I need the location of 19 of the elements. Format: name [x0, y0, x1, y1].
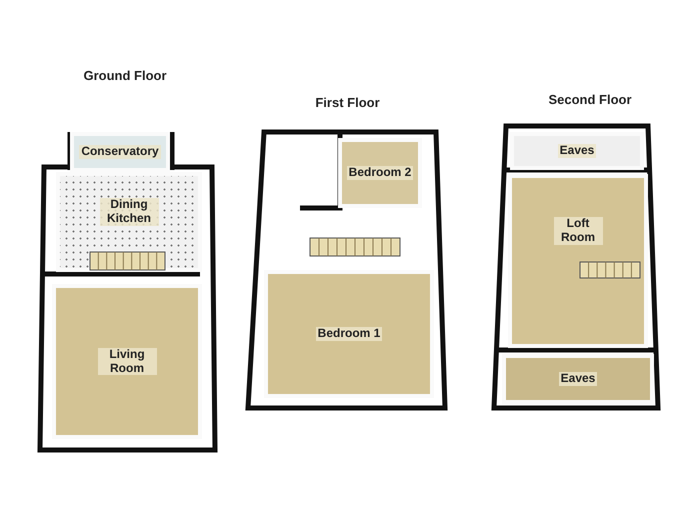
room-area — [502, 354, 654, 404]
room-area — [338, 138, 422, 208]
room-label: Loft Room — [554, 217, 602, 245]
room-area — [56, 172, 202, 272]
room-label: Dining Kitchen — [100, 198, 158, 226]
room-area — [510, 132, 644, 170]
room-label: Eaves — [558, 144, 596, 158]
floor-heading: Second Floor — [547, 92, 633, 107]
room-label: Conservatory — [79, 145, 161, 159]
room-label: Eaves — [558, 372, 598, 386]
floor-heading: First Floor — [314, 95, 381, 110]
room-area — [508, 174, 648, 348]
room-label: Bedroom 1 — [316, 327, 382, 341]
room-area — [52, 284, 202, 439]
room-area — [70, 132, 170, 172]
room-area — [264, 270, 434, 398]
room-label: Living Room — [98, 348, 156, 376]
floor-heading: Ground Floor — [82, 68, 168, 83]
room-label: Bedroom 2 — [346, 166, 414, 180]
